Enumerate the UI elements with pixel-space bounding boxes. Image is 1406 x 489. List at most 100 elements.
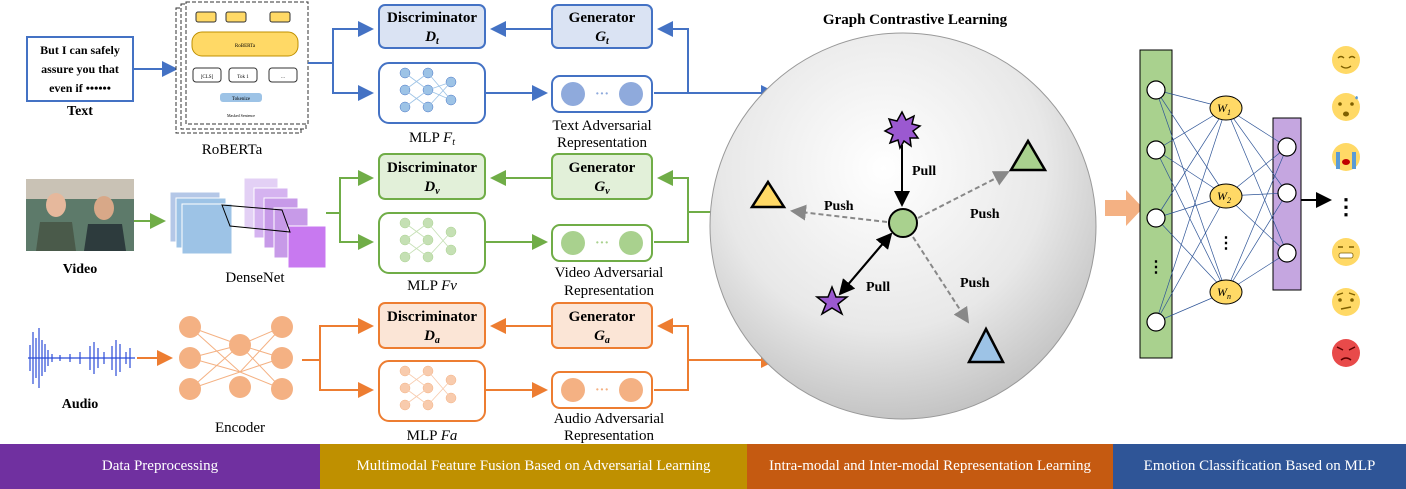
video-gen-symbol: G (594, 179, 605, 195)
roberta-token-2: Tok 1 (237, 75, 249, 80)
encoder-label: Encoder (215, 420, 265, 436)
text-gen-symbol: G (595, 29, 606, 45)
audio-discriminator-label: Discriminator (387, 309, 477, 325)
video-mlp-symbol: Fv (440, 278, 457, 294)
svg-text:···: ··· (595, 87, 609, 102)
weight-wn-sub: n (1227, 292, 1231, 301)
text-mlp-symbol: F (442, 130, 453, 146)
negative-node-green (1008, 138, 1048, 172)
fusion-arrow (1105, 190, 1143, 226)
encoder-block (179, 316, 293, 400)
video-label: Video (63, 262, 97, 277)
audio-gen-subscript: a (605, 335, 610, 346)
text-discriminator-box: Discriminator Dt (378, 4, 486, 49)
audio-generator-box: Generator Ga (551, 302, 653, 349)
audio-disc-symbol: D (423, 328, 435, 344)
stage-bar-fusion: Multimodal Feature Fusion Based on Adver… (320, 444, 747, 489)
classifier-network (1139, 49, 1332, 359)
text-discriminator-label: Discriminator (387, 10, 477, 26)
stage-label-preprocessing: Data Preprocessing (101, 458, 219, 474)
weight-w2-sub: 2 (1227, 196, 1231, 205)
svg-text:Gt: Gt (595, 29, 610, 47)
emoji-grimace-icon (1332, 238, 1360, 266)
roberta-head-label: RoBERTa (235, 44, 256, 49)
text-rep-label-2: Representation (557, 135, 647, 151)
video-gen-subscript: v (605, 186, 610, 197)
video-generator-label: Generator (569, 160, 636, 176)
pull-label-2: Pull (866, 280, 890, 295)
stage-label-fusion: Multimodal Feature Fusion Based on Adver… (356, 458, 711, 474)
video-discriminator-label: Discriminator (387, 160, 477, 176)
text-generator-label: Generator (569, 10, 636, 26)
video-representation-box: ··· (551, 224, 653, 262)
negative-node-yellow (749, 179, 787, 209)
svg-text:Gv: Gv (594, 179, 610, 197)
audio-disc-subscript: a (435, 335, 440, 346)
video-disc-subscript: v (435, 186, 440, 197)
video-discriminator-box: Discriminator Dv (378, 153, 486, 200)
roberta-tokenizer-label: Tokenize (232, 97, 251, 102)
audio-waveform (28, 328, 135, 388)
svg-text:MLP Ft: MLP Ft (409, 130, 455, 148)
text-input-line3: even if •••••• (49, 81, 111, 95)
stage-label-representation: Intra-modal and Inter-modal Representati… (768, 458, 1092, 474)
text-label: Text (67, 104, 93, 119)
weight-wn: W (1217, 285, 1228, 299)
pull-label-1: Pull (912, 164, 936, 179)
audio-label: Audio (62, 397, 99, 412)
roberta-label: RoBERTa (202, 142, 263, 158)
architecture-diagram: But I can safely assure you that even if… (26, 1, 1360, 444)
negative-node-blue (966, 326, 1006, 364)
text-disc-symbol: D (424, 29, 436, 45)
svg-text:MLP Fa: MLP Fa (407, 428, 458, 444)
emoji-worried-icon (1332, 93, 1360, 121)
svg-text:W2: W2 (1217, 189, 1231, 205)
audio-generator-label: Generator (569, 309, 636, 325)
emoji-content-icon (1332, 46, 1360, 74)
text-representation-box: ··· (551, 75, 653, 113)
text-mlp-subscript: t (452, 137, 455, 148)
positive-node-text (883, 110, 922, 150)
audio-rep-label-2: Representation (564, 428, 654, 444)
roberta-sentence-label: Masked Sentence (227, 113, 255, 118)
svg-text:Ga: Ga (594, 328, 610, 346)
graph-title: Graph Contrastive Learning (823, 12, 1008, 28)
text-mlp-label: MLP (409, 130, 440, 146)
densenet-label: DenseNet (225, 270, 285, 286)
svg-text:Dv: Dv (423, 179, 440, 197)
svg-text:W1: W1 (1217, 101, 1231, 117)
svg-text:···: ··· (595, 236, 609, 251)
text-rep-label-1: Text Adversarial (552, 118, 651, 134)
stage-bar-classification: Emotion Classification Based on MLP (1113, 444, 1406, 489)
stage-label-classification: Emotion Classification Based on MLP (1143, 458, 1376, 474)
audio-mlp-label: MLP (407, 428, 438, 444)
audio-gen-symbol: G (594, 328, 605, 344)
audio-mlp-box (378, 360, 486, 422)
svg-text:···: ··· (595, 383, 609, 398)
text-disc-subscript: t (436, 36, 440, 47)
video-rep-label-1: Video Adversarial (555, 265, 664, 281)
weight-w1: W (1217, 101, 1228, 115)
svg-text:Dt: Dt (424, 29, 440, 47)
video-rep-label-2: Representation (564, 283, 654, 299)
stage-bar-preprocessing: Data Preprocessing (0, 444, 320, 489)
weight-w1-sub: 1 (1227, 108, 1231, 117)
emoji-angry-icon (1332, 339, 1360, 367)
densenet-block (169, 177, 327, 269)
positive-node-star (814, 284, 850, 316)
output-dots: ⋮ (1335, 194, 1357, 219)
video-mlp-box (378, 212, 486, 274)
text-input: But I can safely assure you that even if… (26, 36, 134, 102)
svg-text:Da: Da (423, 328, 440, 346)
text-input-line1: But I can safely (40, 43, 120, 57)
text-gen-subscript: t (606, 36, 610, 47)
video-thumbnail (26, 179, 134, 251)
weight-w2: W (1217, 189, 1228, 203)
video-disc-symbol: D (423, 179, 435, 195)
emoji-crying-icon (1332, 143, 1360, 171)
roberta-token-1: [CLS] (201, 75, 214, 80)
audio-rep-label-1: Audio Adversarial (554, 411, 664, 427)
text-generator-box: Generator Gt (551, 4, 653, 49)
text-mlp-box (378, 62, 486, 124)
audio-mlp-symbol: Fa (440, 428, 458, 444)
